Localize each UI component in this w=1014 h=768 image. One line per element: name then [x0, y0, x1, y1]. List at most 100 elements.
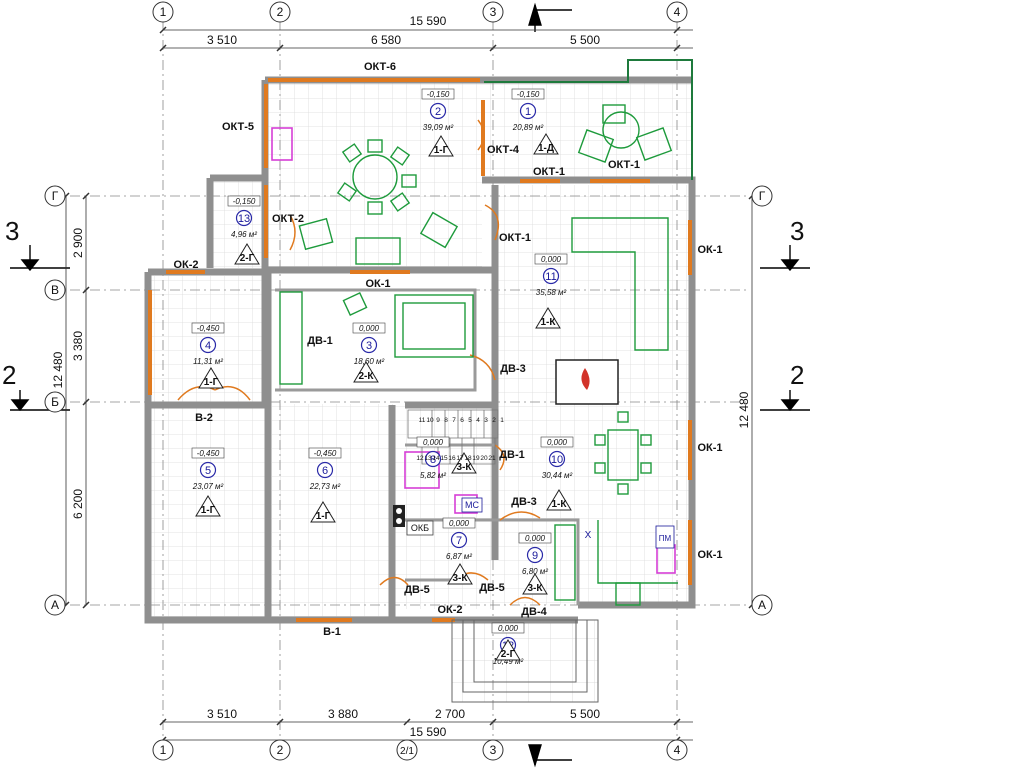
label-dv4: ДВ-4 — [521, 606, 547, 618]
room-level-box — [540, 436, 574, 448]
room-number-bubble — [199, 461, 217, 479]
room-level: 0,000 — [525, 534, 546, 543]
stair-step-number: 21 — [488, 455, 496, 462]
room-number-bubble — [450, 531, 468, 549]
axis-1-bottom: 1 — [160, 743, 167, 757]
room-level: 0,000 — [449, 519, 470, 528]
room-level-box — [442, 517, 476, 529]
finish-tag: 3-К — [457, 462, 473, 473]
dim-top-1: 3 510 — [207, 33, 237, 47]
label-pm: ПМ — [659, 534, 672, 543]
finish-triangle — [428, 135, 454, 157]
dimension-lines — [62, 26, 756, 744]
stair-step-number: 2 — [492, 417, 496, 424]
stair-step-number: 12 — [416, 455, 424, 462]
room-level: -0,450 — [197, 449, 220, 458]
room-area: 30,44 м² — [542, 471, 573, 480]
label-okt2: ОКТ-2 — [272, 213, 304, 225]
finish-tag: 2-К — [359, 371, 375, 382]
label-ok1-c: ОК-1 — [697, 442, 722, 454]
room-area: 22,73 м² — [309, 482, 341, 491]
axis-2-bottom: 2 — [277, 743, 284, 757]
label-dv5-b: ДВ-5 — [479, 582, 505, 594]
label-v1: В-1 — [323, 626, 341, 638]
fixture-labels: ОКБ МС ПМ Х — [406, 497, 675, 549]
finish-triangle — [195, 495, 221, 517]
fireplace — [555, 359, 619, 405]
stair-step-number: 15 — [440, 455, 448, 462]
dim-bottom-2: 3 880 — [328, 707, 358, 721]
room-level: -0,150 — [517, 90, 540, 99]
axis-3-bottom: 3 — [490, 743, 497, 757]
room-area: 20,89 м² — [512, 123, 544, 132]
room-level: 0,000 — [541, 255, 562, 264]
label-okt4: ОКТ-4 — [487, 144, 520, 156]
room-number: 1 — [525, 106, 531, 118]
section-2-right: 2 — [790, 360, 804, 390]
terrace-railing — [484, 59, 693, 180]
room-level-box — [511, 88, 545, 100]
label-okb: ОКБ — [411, 523, 429, 533]
room-area: 6,80 м² — [522, 567, 548, 576]
label-v2: В-2 — [195, 412, 213, 424]
section-markers — [10, 2, 810, 768]
stair-step-number: 10 — [426, 417, 434, 424]
stair-step-number: 14 — [432, 455, 440, 462]
room-number-bubble — [360, 336, 378, 354]
room-area: 11,31 м² — [193, 357, 223, 366]
room-number-bubble — [199, 336, 217, 354]
axis-2-top: 2 — [277, 5, 284, 19]
room-number-bubble — [542, 267, 560, 285]
dim-left-total: 12 480 — [51, 351, 65, 388]
room-area: 10,49 м² — [493, 657, 524, 666]
room-level-box — [518, 532, 552, 544]
room-number-bubble — [316, 461, 334, 479]
axis-v-left: В — [51, 283, 59, 297]
room-number: 3 — [366, 340, 372, 352]
room-level: 0,000 — [423, 438, 444, 447]
label-x: Х — [585, 530, 592, 541]
finish-triangle — [451, 452, 477, 474]
axis-b-left: Б — [51, 395, 59, 409]
finish-triangle — [198, 367, 224, 389]
stair-step-number: 8 — [444, 417, 448, 424]
dim-left-3: 6 200 — [71, 489, 85, 519]
finish-tag: 2-Г — [501, 649, 516, 660]
room-area: 35,58 м² — [536, 288, 567, 297]
dim-right-total: 12 480 — [737, 391, 751, 428]
label-ok1-b: ОК-1 — [697, 244, 722, 256]
room-area: 5,82 м² — [420, 471, 446, 480]
stove-icon — [393, 505, 405, 527]
room-level: -0,450 — [197, 324, 220, 333]
finish-triangle — [447, 563, 473, 585]
room-area: 18,60 м² — [354, 357, 385, 366]
room-level-box — [227, 195, 261, 207]
axis-1-top: 1 — [160, 5, 167, 19]
section-3-left: 3 — [5, 216, 19, 246]
label-okt1-b: ОКТ-1 — [608, 159, 640, 171]
label-okt1-c: ОКТ-1 — [499, 232, 531, 244]
room-area: 4,96 м² — [231, 230, 257, 239]
dim-left-1: 2 900 — [71, 228, 85, 258]
room-number: 4 — [205, 340, 211, 352]
stair-step-number: 18 — [464, 455, 472, 462]
finish-triangle — [522, 573, 548, 595]
stair-step-number: 4 — [476, 417, 480, 424]
axis-bubbles — [44, 1, 773, 761]
stair-step-number: 3 — [484, 417, 488, 424]
section-labels: 3 3 2 2 — [2, 216, 804, 390]
finish-triangle — [535, 307, 561, 329]
stair-step-number: 20 — [480, 455, 488, 462]
stair-step-number: 5 — [468, 417, 472, 424]
dim-top-2: 6 580 — [371, 33, 401, 47]
doors — [177, 119, 541, 606]
dim-bottom-4: 5 500 — [570, 707, 600, 721]
section-2-left: 2 — [2, 360, 16, 390]
finish-tag: 1-К — [541, 317, 557, 328]
room-level: -0,450 — [314, 449, 337, 458]
room-number: 10 — [551, 454, 563, 466]
stair-step-number: 13 — [424, 455, 432, 462]
stair-step-number: 11 — [419, 417, 426, 424]
